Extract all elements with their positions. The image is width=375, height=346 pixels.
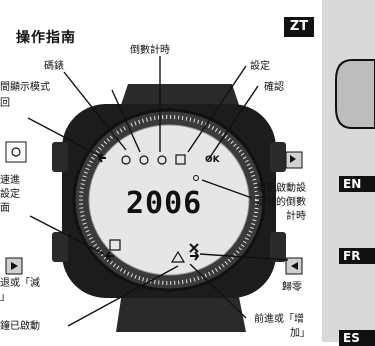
play-pause-glyph	[290, 155, 296, 163]
light-icon	[5, 141, 27, 163]
timer-indicator-icon	[193, 175, 199, 181]
button-lower-right	[270, 232, 286, 262]
leader-restart	[201, 179, 253, 199]
bell-icon	[170, 250, 186, 263]
label-forward-or-add-1: 前進或「增	[254, 314, 304, 325]
ok-label: OK	[205, 155, 220, 165]
label-quick-set-2: 設定	[0, 189, 20, 200]
button-upper-left	[52, 142, 68, 172]
label-quick-set-1: 速進	[0, 175, 20, 186]
label-time-mode: 間顯示模式	[0, 82, 50, 93]
label-restart-2: 定好的倒數	[256, 197, 306, 208]
strap-top	[120, 84, 240, 108]
language-badge: ZT	[284, 17, 314, 37]
countdown-icon	[157, 155, 167, 165]
leader-lines	[27, 56, 289, 327]
side-watch	[335, 59, 375, 129]
leader-back-reduce	[29, 215, 105, 255]
play-glyph-left	[11, 262, 18, 270]
lcd-rim	[88, 124, 250, 276]
reset-x-icon	[189, 243, 199, 253]
page-title: 操作指南	[16, 30, 76, 46]
clock-icon	[121, 155, 131, 165]
back-glyph-right	[291, 262, 298, 270]
lang-tab-es[interactable]: ES	[339, 330, 375, 346]
strap-bottom	[116, 292, 246, 332]
label-back-or-reduce-1: 退或「減	[0, 278, 40, 289]
button-upper-right	[270, 142, 286, 172]
leader-confirm	[207, 85, 259, 161]
stopwatch-icon	[139, 155, 149, 165]
label-back-or-reduce-2: 」	[0, 292, 10, 303]
button-lower-left	[52, 232, 68, 262]
leader-reset	[199, 253, 289, 261]
label-quick-set-3: 面	[0, 203, 10, 214]
label-back: 回	[0, 98, 10, 109]
label-reset: 歸零	[282, 282, 302, 293]
leader-forward	[189, 263, 247, 319]
label-countdown: 倒數計時	[130, 45, 170, 56]
label-restart-1: 重新啟動設	[256, 183, 306, 194]
lcd-main-digits: 2006	[126, 186, 203, 221]
forward-arrow-icon	[190, 251, 200, 261]
light-icon-sun	[11, 147, 21, 157]
label-confirm: 確認	[264, 82, 284, 93]
back-arrow-icon	[97, 153, 106, 163]
settings-icon-bottom	[109, 239, 121, 251]
tick-ring	[79, 115, 259, 285]
back-arrow-bottom-icon	[104, 251, 114, 261]
label-alarm-on: 鐘已啟動	[0, 321, 40, 332]
leader-code-lock	[63, 71, 127, 151]
label-restart-3: 計時	[286, 211, 306, 222]
leader-back	[27, 117, 101, 157]
lang-tab-en[interactable]: EN	[339, 176, 375, 192]
leader-alarm	[67, 265, 179, 327]
lang-tab-fr[interactable]: FR	[339, 248, 375, 264]
label-forward-or-add-2: 加」	[290, 328, 310, 339]
leader-time-mode	[111, 89, 141, 153]
leader-set	[187, 65, 247, 153]
settings-icon	[175, 154, 186, 165]
side-panel	[322, 0, 375, 342]
label-code-lock: 碼錶	[44, 61, 64, 72]
label-set: 設定	[250, 61, 270, 72]
